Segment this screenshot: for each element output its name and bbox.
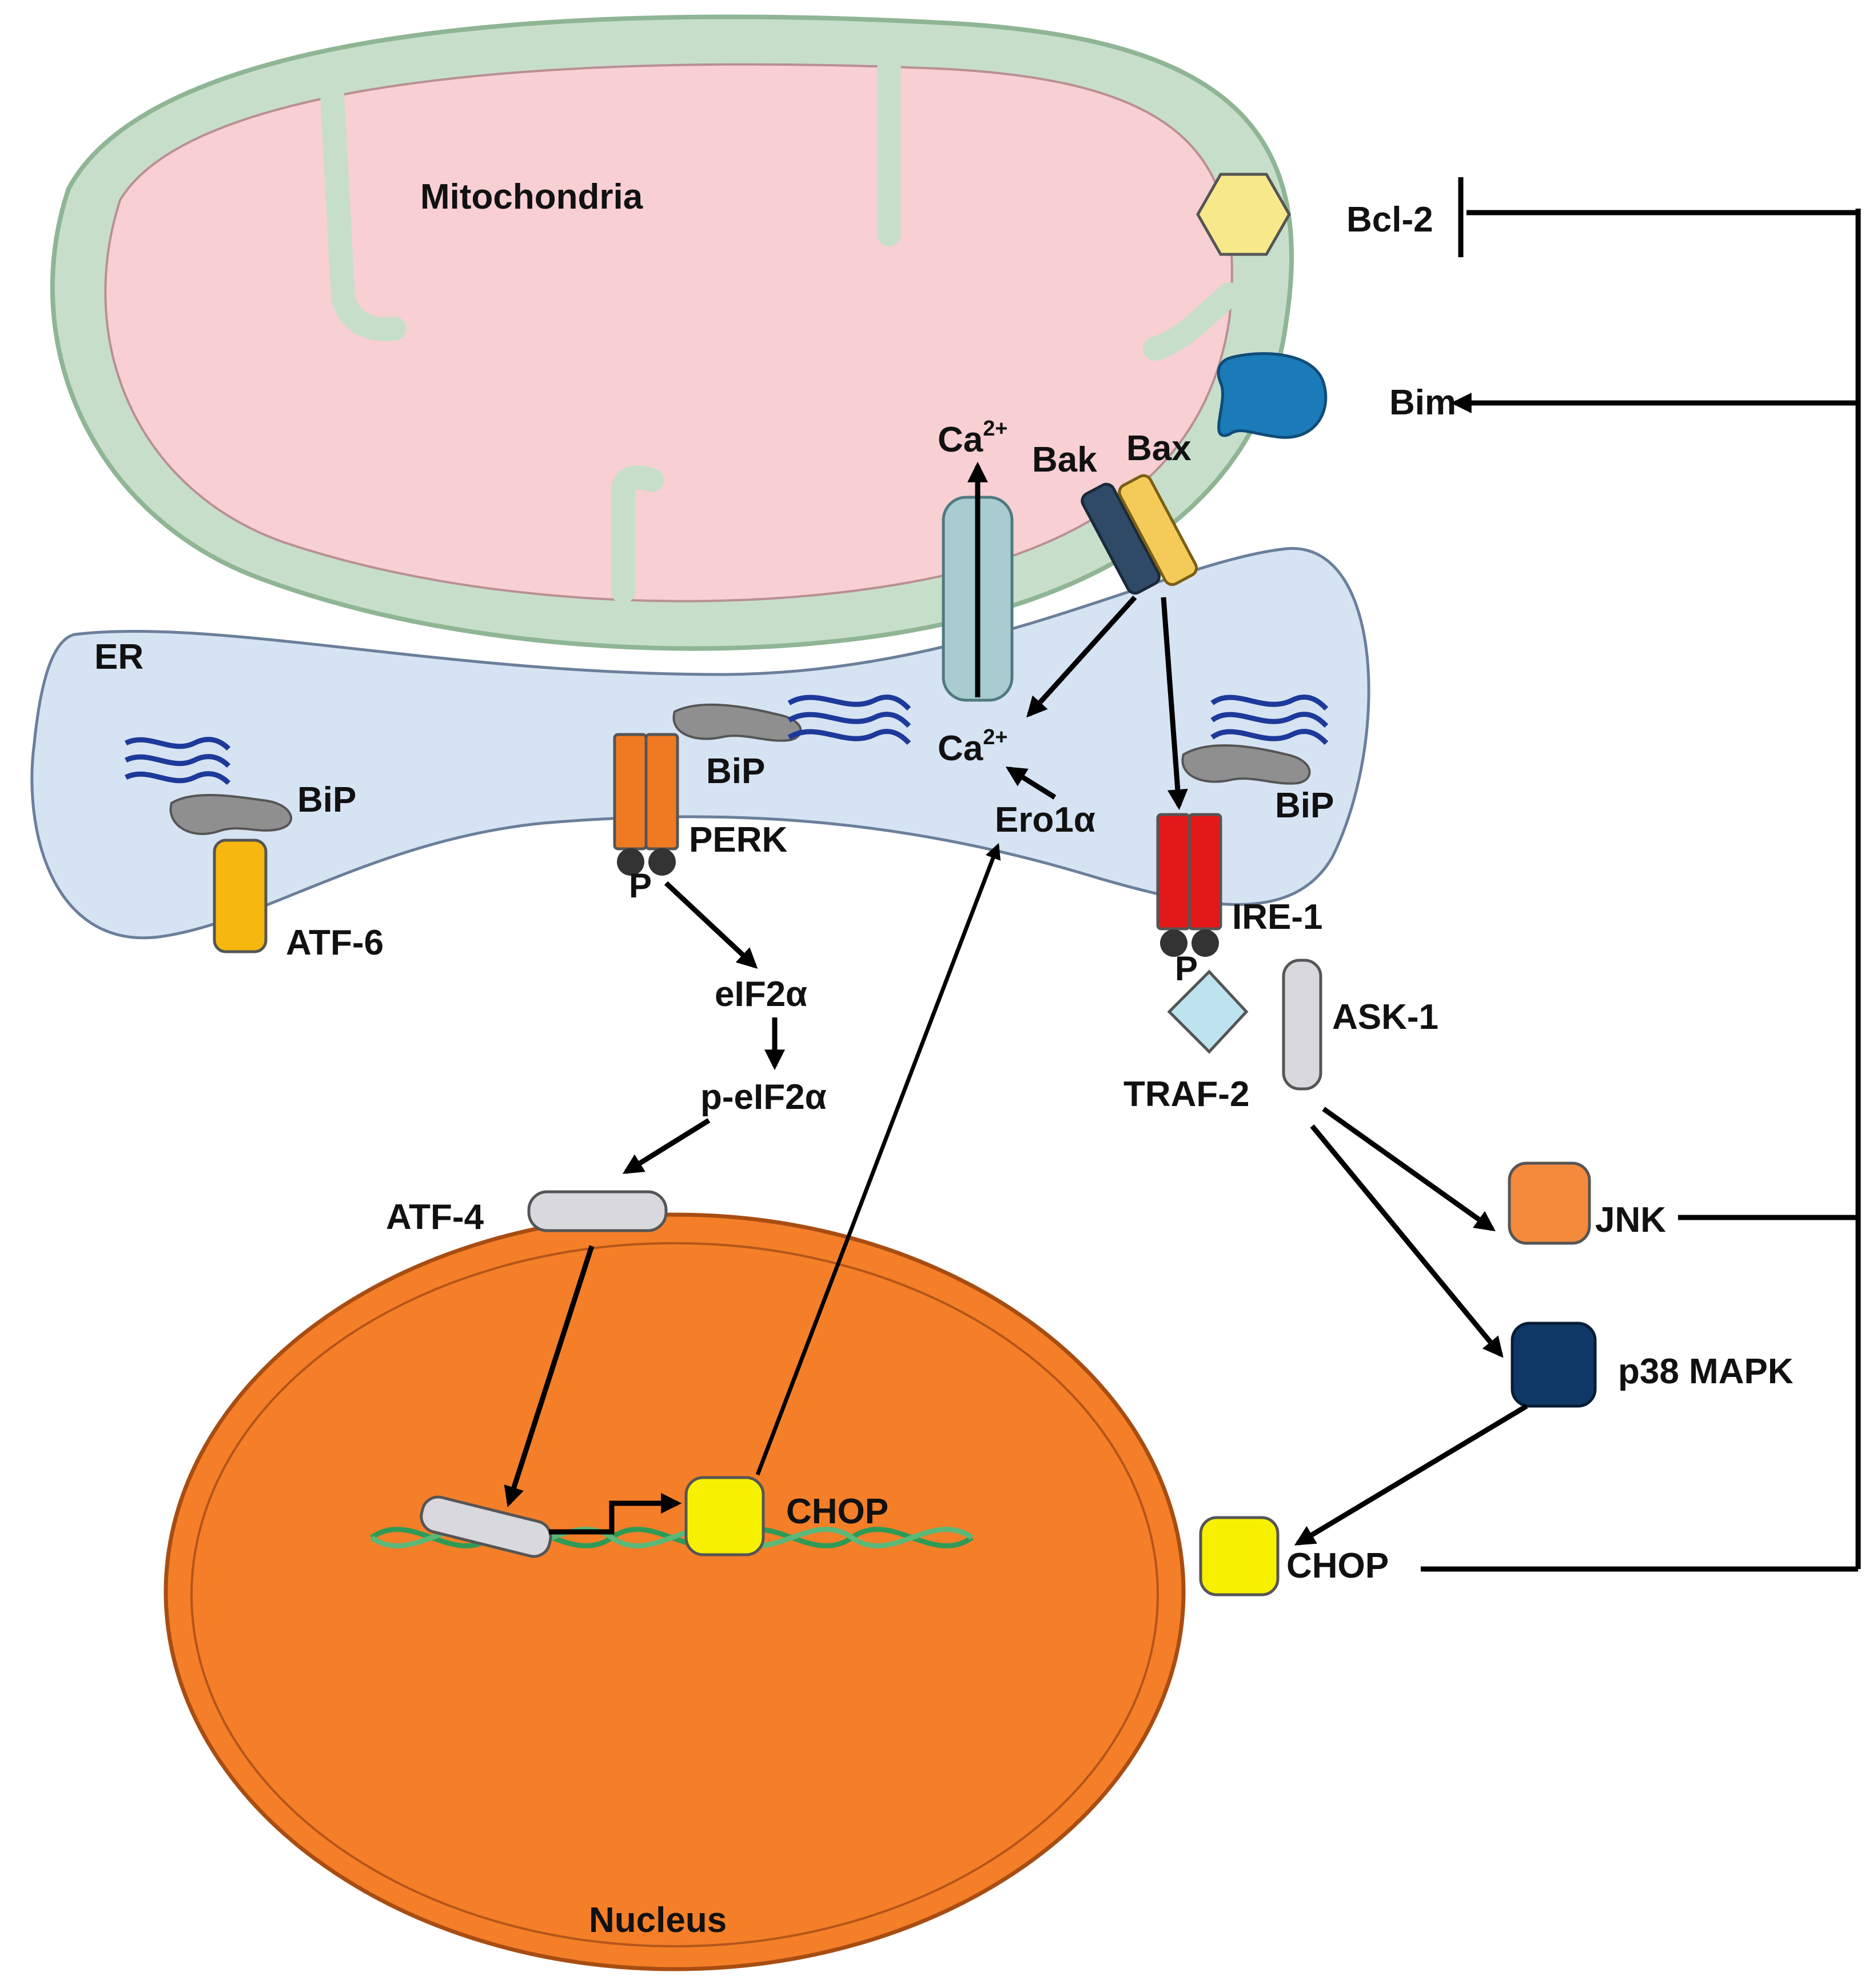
unfolded-proteins-right — [1210, 694, 1329, 745]
ero1a-to-calcium-arrow — [1005, 767, 1057, 800]
bak-to-calcium-arrow — [1026, 595, 1137, 718]
crista — [1143, 282, 1241, 361]
ire1-p-label: P — [1175, 949, 1198, 988]
ask1-label: ASK-1 — [1332, 997, 1438, 1037]
perk-protein-left — [613, 733, 648, 851]
p38-to-chop-arrow — [1294, 1404, 1528, 1546]
bip-right-protein — [1181, 744, 1311, 785]
bip-mid-label: BiP — [706, 752, 765, 791]
chop-cyto-label: CHOP — [1286, 1546, 1389, 1586]
ire1-protein-left — [1156, 813, 1191, 931]
ero1a-label: Ero1α — [995, 800, 1095, 840]
crista — [611, 465, 664, 604]
bip-left-protein — [169, 794, 292, 835]
ire1-protein-right — [1187, 813, 1222, 931]
p38-label: p38 MAPK — [1618, 1352, 1794, 1391]
nucleus: Nucleus — [164, 1212, 1186, 1971]
unfolded-protein-strand — [1210, 712, 1329, 728]
unfolded-protein-strand — [787, 694, 911, 711]
atf6-label: ATF-6 — [286, 923, 384, 963]
atf4-bound-dna-protein — [420, 1495, 552, 1558]
unfolded-protein-strand — [787, 729, 911, 745]
bip-right-label: BiP — [1275, 786, 1334, 825]
ire1-phospho-left — [1160, 929, 1187, 957]
bax-to-ire1-arrow — [1161, 597, 1188, 811]
eif2a-label: eIF2α — [715, 975, 807, 1014]
unfolded-protein-strand — [124, 771, 231, 785]
peif2a-to-atf4-arrow — [622, 1118, 711, 1174]
unfolded-proteins-left — [124, 737, 231, 785]
bip-mid-protein — [672, 703, 802, 742]
perk-phospho-right — [648, 848, 676, 876]
jnk-label: JNK — [1595, 1200, 1666, 1240]
bax-label: Bax — [1126, 429, 1191, 468]
perk-label: PERK — [689, 820, 787, 860]
nucleus-label: Nucleus — [589, 1901, 727, 1940]
chop-cyto-protein — [1199, 1516, 1280, 1596]
unfolded-proteins-mid — [787, 694, 911, 745]
mitochondria-matrix — [104, 63, 1233, 602]
bim-label: Bim — [1389, 383, 1456, 422]
calcium-mito-label: Ca2+ — [938, 417, 1008, 460]
ask1-to-jnk-arrow — [1322, 1107, 1496, 1232]
unfolded-protein-strand — [1210, 729, 1329, 745]
perk-to-eif2a-arrow — [664, 881, 758, 969]
mitochondria-label: Mitochondria — [420, 177, 643, 217]
bax-protein — [1118, 474, 1198, 586]
bak-protein — [1081, 482, 1161, 595]
calcium-er-label: Ca2+ — [938, 725, 1008, 768]
atf6-protein — [213, 839, 268, 953]
p-eif2a-label: p-eIF2α — [700, 1077, 827, 1117]
unfolded-protein-strand — [124, 754, 231, 768]
unfolded-protein-strand — [124, 737, 231, 751]
ask1-to-p38-arrow — [1310, 1124, 1504, 1358]
nucleus-inner-membrane — [190, 1242, 1159, 1947]
er-label: ER — [94, 637, 144, 677]
unfolded-protein-strand — [1210, 694, 1329, 711]
bcl2-protein — [1196, 173, 1291, 256]
mitochondria: Mitochondria — [50, 14, 1294, 651]
chop-to-ero1a-arrow — [755, 843, 1001, 1476]
nucleus-envelope — [164, 1212, 1186, 1971]
perk-protein-right — [644, 733, 679, 851]
bcl2-label: Bcl-2 — [1346, 200, 1433, 239]
p38-protein — [1511, 1322, 1597, 1408]
ire1-label: IRE-1 — [1232, 897, 1322, 937]
traf2-label: TRAF-2 — [1123, 1075, 1249, 1114]
bip-left-label: BiP — [297, 780, 356, 820]
ire1-phospho-right — [1191, 929, 1219, 957]
perk-p-label: P — [629, 867, 652, 905]
atf4-label: ATF-4 — [386, 1197, 484, 1237]
crista — [320, 71, 407, 341]
traf2-protein — [1167, 969, 1249, 1054]
perk-phospho-left — [617, 848, 644, 876]
jnk-protein — [1508, 1161, 1591, 1245]
bim-protein — [1217, 352, 1328, 439]
unfolded-protein-strand — [787, 712, 911, 728]
chop-nucleus-label: CHOP — [786, 1492, 888, 1531]
atf4-to-nucleus-arrow — [504, 1245, 595, 1507]
atf4-protein — [527, 1190, 668, 1232]
transcription-arrow — [549, 1493, 682, 1535]
bak-label: Bak — [1032, 440, 1097, 480]
chop-nucleus-protein — [684, 1476, 765, 1556]
ask1-protein — [1282, 959, 1322, 1091]
